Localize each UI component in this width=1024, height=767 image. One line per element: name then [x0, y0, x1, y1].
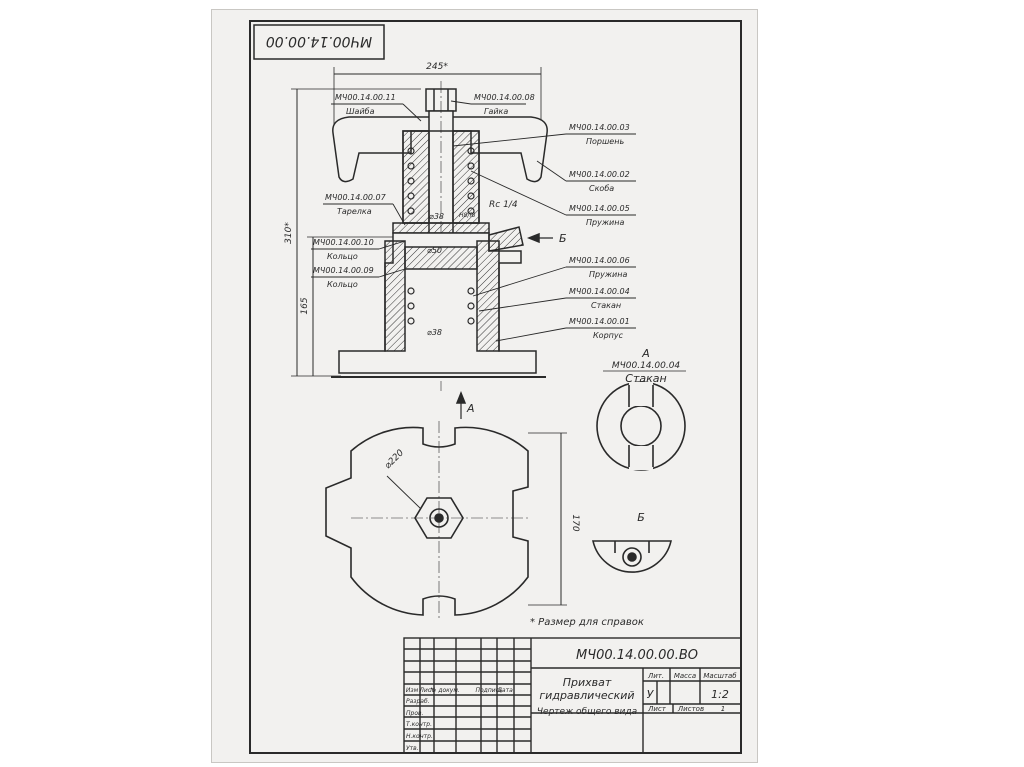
col-izm: Изм: [406, 687, 419, 694]
title-line-2: гидравлический: [539, 689, 634, 702]
callout-code: МЧ00.14.00.03: [569, 123, 630, 132]
callout-code: МЧ00.14.00.09: [313, 266, 374, 275]
callout-code: МЧ00.14.00.10: [313, 238, 374, 247]
callout-code: МЧ00.14.00.08: [474, 93, 535, 102]
callout-code: МЧ00.14.00.05: [569, 204, 630, 213]
callout-name: Кольцо: [327, 252, 358, 261]
view-b-drawing: [591, 540, 673, 573]
view-a-letter: А: [641, 347, 650, 360]
col-list: Лист: [418, 687, 435, 694]
sheet-label: Лист: [647, 705, 667, 713]
row-razrab: Разраб.: [406, 698, 430, 705]
callout-name: Стакан: [591, 301, 621, 310]
title-line-3: Чертеж общего вида: [537, 707, 637, 717]
callout-name: Скоба: [589, 184, 614, 193]
thread-text: Rc 1/4: [489, 200, 518, 210]
callout-name: Пружина: [586, 218, 624, 227]
callout-name: Пружина: [589, 270, 627, 279]
row-utv: Утв.: [406, 745, 419, 752]
view-b-letter: Б: [637, 511, 645, 524]
scale-value: 1:2: [711, 688, 729, 701]
row-prov: Пров.: [406, 710, 424, 717]
callout-name: Гайка: [484, 107, 508, 116]
dim-165: 165: [300, 297, 310, 314]
main-section-view: [291, 67, 553, 419]
arrow-b-label: Б: [559, 232, 567, 245]
col-date: Дата: [496, 687, 513, 694]
col-doc: № докум.: [429, 687, 460, 694]
title-line-1: Прихват: [563, 676, 612, 689]
dim-overall-width: 245*: [426, 62, 448, 72]
dim-d50: ⌀50: [427, 246, 442, 255]
view-a-code: МЧ00.14.00.04: [612, 361, 681, 371]
callout-code: МЧ00.14.00.07: [325, 193, 387, 202]
callout-name: Корпус: [593, 331, 624, 340]
sheets-value: 1: [721, 705, 725, 713]
sheets-label: Листов: [677, 705, 704, 713]
callout-name: Шайба: [346, 107, 375, 116]
plan-view: [325, 421, 567, 621]
scale-header: Масштаб: [703, 672, 737, 680]
callout-code: МЧ00.14.00.01: [569, 317, 630, 326]
callout-code: МЧ00.14.00.06: [569, 256, 630, 265]
drawing-sheet: МЧ00.14.00.00: [211, 9, 758, 763]
lit-value: У: [647, 688, 655, 701]
fit-text: H8/f8: [459, 212, 475, 219]
designation: МЧ00.14.00.00.ВО: [576, 648, 698, 663]
title-block: [403, 637, 742, 754]
callout-code: МЧ00.14.00.11: [335, 93, 396, 102]
callout-code: МЧ00.14.00.04: [569, 287, 630, 296]
row-tkontr: Т.контр.: [406, 721, 432, 728]
leader-lines: [311, 100, 636, 342]
callout-name: Поршень: [586, 137, 624, 146]
reference-note: * Размер для справок: [530, 617, 644, 628]
dim-d38-bot: ⌀38: [427, 328, 442, 337]
col-sign: Подпись: [476, 687, 503, 694]
arrow-a-label: А: [466, 402, 475, 415]
lit-header: Лит.: [647, 672, 664, 680]
dim-d38-top: ⌀38: [429, 212, 444, 221]
callout-code: МЧ00.14.00.02: [569, 170, 630, 179]
view-a-drawing: [596, 381, 686, 471]
mass-header: Масса: [674, 672, 696, 680]
corner-code: МЧ00.14.00.00: [266, 33, 372, 49]
dim-overall-height: 310*: [284, 222, 294, 244]
corner-code-box: МЧ00.14.00.00: [253, 24, 385, 60]
technical-drawing: МЧ00.14.00.00: [249, 20, 742, 754]
callout-name: Кольцо: [327, 280, 358, 289]
callout-name: Тарелка: [337, 207, 372, 216]
row-nkontr: Н.контр.: [406, 733, 433, 740]
dim-170: 170: [570, 514, 580, 531]
